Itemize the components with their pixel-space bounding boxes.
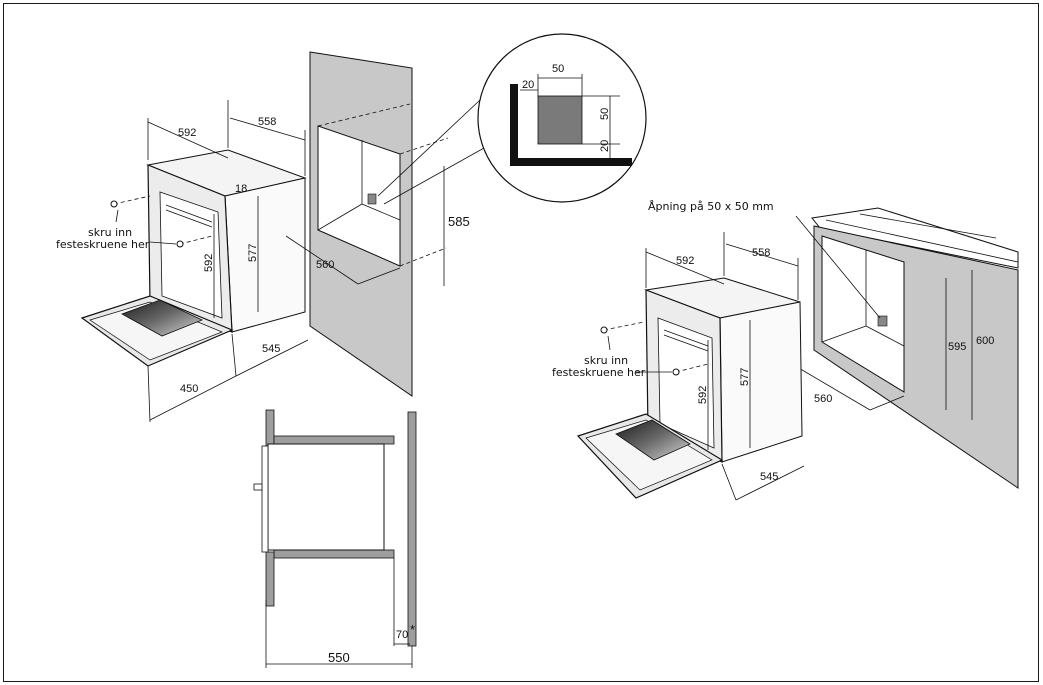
detail-opening xyxy=(537,95,583,145)
dim-right-outer-height: 600 xyxy=(976,335,994,347)
screw-icon xyxy=(672,368,680,376)
left-oven-cavity xyxy=(159,191,223,319)
right-cable-hole xyxy=(877,315,888,327)
dim-left-depth-top: 558 xyxy=(258,116,276,128)
dim-cabinet-depth: 560 xyxy=(316,259,334,271)
dim-right-inner-height: 595 xyxy=(948,341,966,353)
detail-circle: 50 20 50 20 xyxy=(377,33,647,205)
dim-right-cabinet-depth: 560 xyxy=(814,393,832,405)
right-cabinet-opening xyxy=(821,235,905,393)
section-wall xyxy=(407,411,417,647)
detail-dim-bottom: 20 xyxy=(599,140,611,152)
right-cabinet: Åpning på 50 x 50 mm 595 600 560 xyxy=(648,200,1019,489)
cable-hole xyxy=(367,193,377,205)
section-oven-body xyxy=(267,443,385,551)
dim-left-width-top: 592 xyxy=(178,127,196,139)
wall-cabinet: 585 560 xyxy=(285,51,470,397)
countertop xyxy=(811,207,1019,269)
dim-right-width-top: 592 xyxy=(676,255,694,267)
section-handle xyxy=(253,483,263,491)
screw-icon xyxy=(600,326,608,334)
left-screw-label-1: skru inn xyxy=(88,226,132,239)
left-screw-label-2: festeskruene her xyxy=(56,238,150,251)
detail-dim-left: 20 xyxy=(522,79,534,91)
left-oven: 592 558 18 577 592 545 450 skru inn fest… xyxy=(56,100,309,423)
dim-left-height-side: 577 xyxy=(247,244,259,262)
section-dim-depth: 550 xyxy=(328,650,350,665)
section-view: 550 70 * xyxy=(253,409,417,668)
section-front-lower xyxy=(265,551,275,607)
section-asterisk: * xyxy=(410,622,415,637)
dim-left-door-height: 592 xyxy=(203,254,215,272)
opening-label: Åpning på 50 x 50 mm xyxy=(648,200,774,213)
left-oven-side xyxy=(224,177,306,333)
section-front-left xyxy=(265,409,275,447)
section-shelf-bottom xyxy=(273,549,395,559)
screw-icon xyxy=(110,200,118,208)
detail-dim-right: 50 xyxy=(599,108,611,120)
dim-right-door-height: 592 xyxy=(697,386,709,404)
right-screw-label-1: skru inn xyxy=(584,354,628,367)
right-oven-side xyxy=(719,301,803,463)
right-screw-label-2: festeskruene her xyxy=(552,366,646,379)
right-oven-cavity xyxy=(657,317,715,449)
screw-icon xyxy=(176,240,184,248)
dim-left-depth-bottom: 545 xyxy=(262,343,280,355)
section-dim-gap: 70 xyxy=(396,629,408,641)
section-shelf-top xyxy=(273,435,395,445)
right-oven: 592 558 577 592 545 skru inn festeskruen… xyxy=(552,232,805,501)
dim-cabinet-height: 585 xyxy=(448,214,470,229)
right-oven-door-glass xyxy=(615,419,691,461)
dim-right-height-side: 577 xyxy=(739,368,751,386)
left-oven-door-glass xyxy=(121,299,203,337)
dim-right-depth-bottom: 545 xyxy=(760,471,778,483)
dim-left-door-depth: 450 xyxy=(180,383,198,395)
dim-left-front-gap: 18 xyxy=(235,183,247,195)
dim-right-depth-top: 558 xyxy=(752,247,770,259)
detail-dim-top: 50 xyxy=(552,63,564,75)
